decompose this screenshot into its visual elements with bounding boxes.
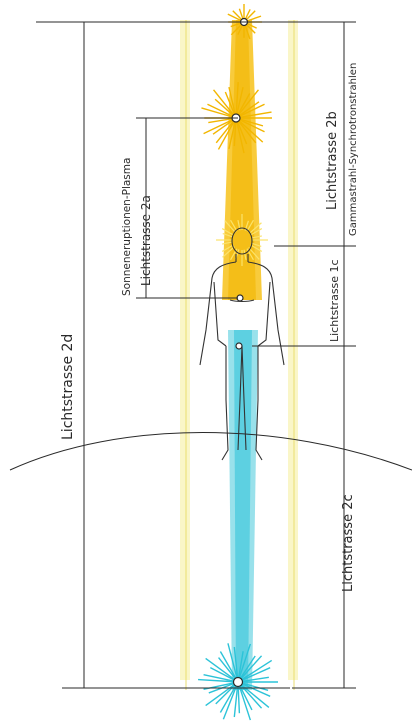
- label-gammastrahl-synchrotron: Gammastrahl-Synchrotronstrahlen: [348, 63, 359, 236]
- label-sonneneruptionen-plasma: Sonneneruptionen-Plasma: [121, 158, 133, 296]
- burst-ray: [238, 686, 239, 713]
- label-lichtstrasse-2d: Lichtstrasse 2d: [60, 334, 76, 440]
- label-lichtstrasse-2a: Lichtstrasse 2a: [139, 195, 153, 286]
- labels: Lichtstrasse 2d Lichtstrasse 2b Gammastr…: [60, 63, 359, 592]
- label-lichtstrasse-2b: Lichtstrasse 2b: [325, 111, 340, 210]
- label-lichtstrasse-2c: Lichtstrasse 2c: [341, 494, 356, 592]
- label-lichtstrasse-1c: Lichtstrasse 1c: [328, 259, 341, 342]
